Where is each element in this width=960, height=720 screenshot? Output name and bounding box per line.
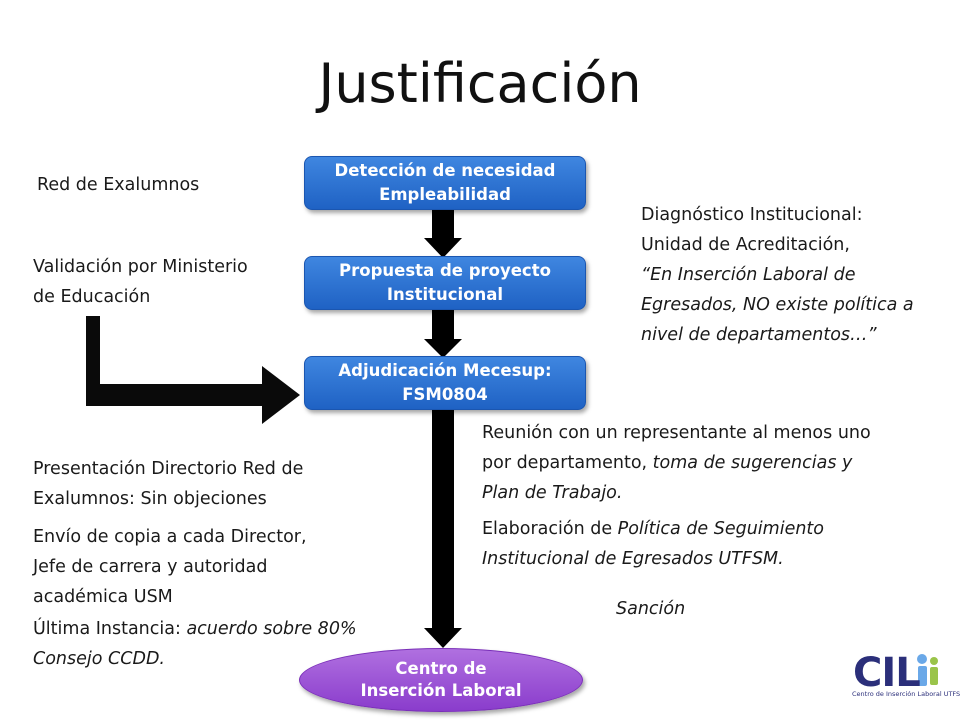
label-ultima-prefix: Última Instancia: bbox=[33, 619, 187, 639]
label-elaboracion-plain: Elaboración de bbox=[482, 519, 618, 539]
flow-box-adjudication-line2: FSM0804 bbox=[402, 385, 488, 404]
flow-final-line1: Centro de bbox=[395, 659, 487, 678]
flow-box-proposal-line1: Propuesta de proyecto bbox=[339, 261, 551, 280]
cil-logo-subtitle: Centro de Inserción Laboral UTFSM bbox=[852, 690, 960, 698]
label-validacion-line2: de Educación bbox=[33, 287, 151, 307]
label-reunion-line2-plain: por departamento, bbox=[482, 453, 653, 473]
label-diagnostico-line1: Diagnóstico Institucional: bbox=[641, 205, 863, 225]
label-reunion: Reunión con un representante al menos un… bbox=[482, 418, 871, 508]
cil-logo bbox=[848, 650, 944, 704]
flow-box-proposal: Propuesta de proyecto Institucional bbox=[304, 256, 586, 310]
label-diagnostico-line2: Unidad de Acreditación, bbox=[641, 235, 850, 255]
label-reunion-line1: Reunión con un representante al menos un… bbox=[482, 423, 871, 443]
flow-box-adjudication-line1: Adjudicación Mecesup: bbox=[338, 361, 552, 380]
connector-shaft-1 bbox=[432, 206, 454, 238]
label-envio-line1: Envío de copia a cada Director, bbox=[33, 527, 307, 547]
flow-box-adjudication: Adjudicación Mecesup: FSM0804 bbox=[304, 356, 586, 410]
label-red-exalumnos: Red de Exalumnos bbox=[37, 175, 200, 195]
label-diagnostico-quote3: nivel de departamentos…” bbox=[641, 325, 877, 345]
label-validacion: Validación por Ministerio de Educación bbox=[33, 252, 248, 312]
cil-logo-text: CIL bbox=[853, 650, 921, 696]
cil-logo-figures-icon bbox=[917, 654, 938, 686]
label-presentacion-line1: Presentación Directorio Red de bbox=[33, 459, 304, 479]
label-presentacion-line2: Exalumnos: Sin objeciones bbox=[33, 489, 267, 509]
label-envio-line3: académica USM bbox=[33, 587, 173, 607]
label-ultima-instancia: Última Instancia: acuerdo sobre 80% Cons… bbox=[33, 614, 357, 674]
flow-box-detection-line2: Empleabilidad bbox=[379, 185, 511, 204]
label-validacion-line1: Validación por Ministerio bbox=[33, 257, 248, 277]
label-envio: Envío de copia a cada Director, Jefe de … bbox=[33, 522, 307, 612]
label-reunion-line2-italic: toma de sugerencias y bbox=[652, 453, 853, 473]
label-diagnostico: Diagnóstico Institucional: Unidad de Acr… bbox=[641, 200, 914, 350]
label-sancion: Sanción bbox=[616, 599, 686, 619]
label-envio-line2: Jefe de carrera y autoridad bbox=[33, 557, 268, 577]
flow-box-proposal-line2: Institucional bbox=[386, 285, 504, 304]
flow-box-detection: Detección de necesidad Empleabilidad bbox=[304, 156, 586, 210]
connector-head-3 bbox=[424, 628, 462, 648]
connector-shaft-2 bbox=[432, 307, 454, 339]
label-ultima-line2: Consejo CCDD. bbox=[33, 649, 165, 669]
slide-title: Justificación bbox=[318, 52, 642, 115]
label-ultima-italic: acuerdo sobre 80% bbox=[186, 619, 357, 639]
label-diagnostico-quote2: Egresados, NO existe política a bbox=[641, 295, 914, 315]
connector-head-1 bbox=[424, 238, 462, 258]
label-elaboracion-italic1: Política de Seguimiento bbox=[617, 519, 824, 539]
flow-final-center: Centro de Inserción Laboral bbox=[299, 648, 583, 712]
label-reunion-line3: Plan de Trabajo. bbox=[482, 483, 623, 503]
connector-shaft-3 bbox=[432, 404, 454, 630]
label-elaboracion: Elaboración de Política de Seguimiento I… bbox=[482, 514, 824, 574]
connector-head-2 bbox=[424, 339, 462, 358]
label-presentacion: Presentación Directorio Red de Exalumnos… bbox=[33, 454, 303, 514]
validation-l-arrow bbox=[86, 316, 300, 424]
flow-final-line2: Inserción Laboral bbox=[360, 681, 522, 700]
label-diagnostico-quote1: “En Inserción Laboral de bbox=[641, 265, 856, 285]
label-elaboracion-italic2: Institucional de Egresados UTFSM. bbox=[482, 549, 784, 569]
flow-box-detection-line1: Detección de necesidad bbox=[334, 161, 556, 180]
